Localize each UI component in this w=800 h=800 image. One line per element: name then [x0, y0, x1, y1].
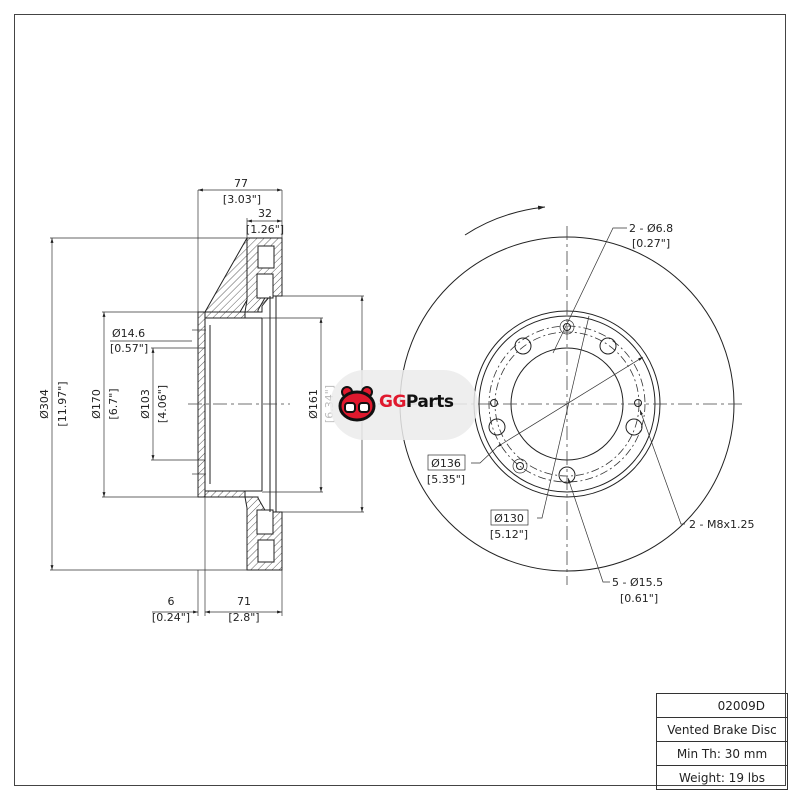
center-bore-in: [4.06"]	[156, 385, 169, 423]
overall-width-mm: 77	[234, 177, 248, 190]
logo-mascot-icon	[338, 386, 376, 422]
front-view: 2 - Ø6.8 [0.27"] Ø136 [5.35"] Ø130 [5.12…	[378, 205, 754, 605]
center-bore-mm: Ø103	[139, 389, 152, 419]
side-dimensions: 77 [3.03"] 32 [1.26"] Ø304 [11.97"] Ø170…	[38, 177, 364, 624]
locating-holes	[512, 319, 575, 474]
rotation-direction-arrow	[464, 205, 546, 236]
hole-diameter-in: [0.57"]	[110, 342, 148, 355]
overall-width-in: [3.03"]	[223, 193, 261, 206]
locating-holes-in: [0.27"]	[632, 237, 670, 250]
threaded-holes-label: 2 - M8x1.25	[689, 518, 754, 531]
offset-in: [2.8"]	[228, 611, 259, 624]
outer-diameter-mm: Ø304	[38, 389, 51, 419]
min-thickness: Min Th: 30 mm	[657, 742, 787, 766]
side-section-view	[188, 237, 290, 571]
bolt-holes	[488, 337, 643, 484]
disc-thickness-mm: 32	[258, 207, 272, 220]
part-number: 02009D	[657, 694, 787, 718]
logo-text: GGParts	[379, 392, 454, 412]
bolt-circle-1-mm: Ø136	[431, 457, 461, 470]
weight: Weight: 19 lbs	[657, 766, 787, 790]
bolt-holes-in: [0.61"]	[620, 592, 658, 605]
locating-holes-mm: 2 - Ø6.8	[629, 222, 673, 235]
logo-badge	[330, 370, 478, 440]
hole-diameter-mm: Ø14.6	[112, 327, 145, 340]
bolt-circle-2-mm: Ø130	[494, 512, 524, 525]
bolt-holes-mm: 5 - Ø15.5	[612, 576, 663, 589]
inner-diameter-mm: Ø161	[307, 389, 320, 419]
outer-diameter-in: [11.97"]	[56, 381, 69, 426]
drawing-frame	[14, 14, 786, 786]
bolt-circle-1-in: [5.35"]	[427, 473, 465, 486]
hat-thickness-in: [0.24"]	[152, 611, 190, 624]
hat-thickness-mm: 6	[168, 595, 175, 608]
title-block: 02009D Vented Brake Disc Min Th: 30 mm W…	[656, 693, 788, 790]
offset-mm: 71	[237, 595, 251, 608]
hat-diameter-in: [6.7"]	[107, 388, 120, 419]
threaded-holes	[490, 399, 642, 407]
disc-thickness-in: [1.26"]	[246, 223, 284, 236]
part-description: Vented Brake Disc	[657, 718, 787, 742]
bolt-circle-2-in: [5.12"]	[490, 528, 528, 541]
hat-diameter-mm: Ø170	[90, 389, 103, 419]
